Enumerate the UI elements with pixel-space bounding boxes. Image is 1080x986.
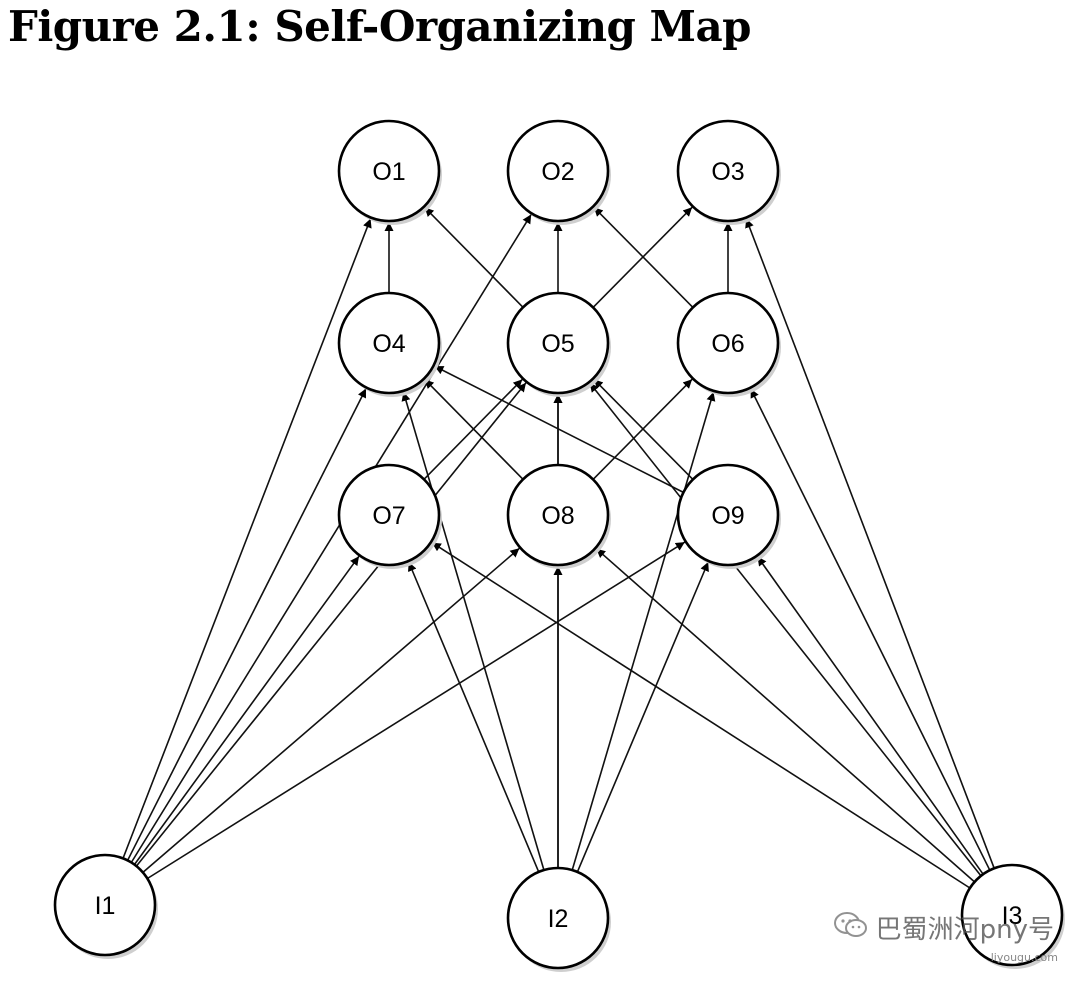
node-label: O6: [711, 330, 744, 358]
node-circle: [676, 291, 780, 395]
node-o8: O8: [506, 463, 611, 569]
edge-i3-o5: [589, 382, 982, 877]
edge-i2-o4: [401, 391, 545, 871]
node-circle: [506, 866, 610, 970]
node-o6: O6: [676, 291, 781, 397]
edge-i3-o7: [431, 541, 971, 889]
edge-i2-o9: [576, 561, 709, 873]
node-label: O5: [541, 330, 574, 358]
watermark-subtext: liyougu.com: [990, 951, 1058, 964]
node-label: I2: [548, 905, 569, 933]
edge-o8-o4: [424, 378, 524, 480]
node-circle: [676, 119, 780, 223]
edge-i3-o6: [749, 388, 991, 871]
node-label: I3: [1002, 902, 1023, 930]
watermark: 巴蜀洲河pny号: [833, 909, 1054, 946]
node-circle: [506, 291, 610, 395]
node-label: I1: [95, 892, 116, 920]
node-o3: O3: [676, 119, 781, 225]
node-circle: [960, 863, 1064, 967]
node-circle: [337, 463, 441, 567]
node-o2: O2: [506, 119, 611, 225]
edge-o9-o5: [593, 378, 694, 480]
edge-o9-o4: [434, 365, 684, 494]
edge-i1-o5: [135, 382, 527, 867]
node-circle: [506, 119, 610, 223]
node-i3: I3: [960, 863, 1065, 969]
edge-o5-o1: [424, 206, 524, 308]
node-label: O9: [711, 502, 744, 530]
node-label: O4: [372, 330, 405, 358]
edge-i1-o2: [130, 213, 532, 863]
node-circle: [337, 119, 441, 223]
node-o7: O7: [337, 463, 442, 569]
node-label: O3: [711, 158, 744, 186]
edge-i1-o4: [126, 388, 367, 861]
node-o5: O5: [506, 291, 611, 397]
wechat-icon: [833, 911, 868, 944]
figure-title: Figure 2.1: Self-Organizing Map: [8, 2, 752, 51]
node-i2: I2: [506, 866, 611, 972]
edge-i1-o7: [133, 555, 360, 866]
edge-i3-o8: [595, 548, 976, 883]
edge-i2-o6: [571, 391, 716, 871]
node-o4: O4: [337, 291, 442, 397]
node-circle: [506, 463, 610, 567]
edge-i1-o8: [142, 547, 520, 874]
edge-layer: [122, 206, 995, 889]
edge-o6-o2: [593, 206, 694, 308]
edge-i1-o9: [146, 541, 686, 880]
edge-i3-o3: [745, 218, 995, 869]
node-circle: [676, 463, 780, 567]
node-label: O7: [372, 502, 405, 530]
node-label: O8: [541, 502, 574, 530]
node-o1: O1: [337, 119, 442, 225]
node-i1: I1: [53, 853, 158, 959]
node-circle: [337, 291, 441, 395]
node-o9: O9: [676, 463, 781, 569]
node-label: O1: [372, 158, 405, 186]
node-label: O2: [541, 158, 574, 186]
edge-i3-o9: [756, 556, 984, 875]
watermark-text: 巴蜀洲河pny号: [875, 915, 1054, 945]
edge-i1-o1: [122, 218, 372, 859]
edge-i2-o7: [407, 561, 540, 873]
node-circle: [53, 853, 157, 957]
